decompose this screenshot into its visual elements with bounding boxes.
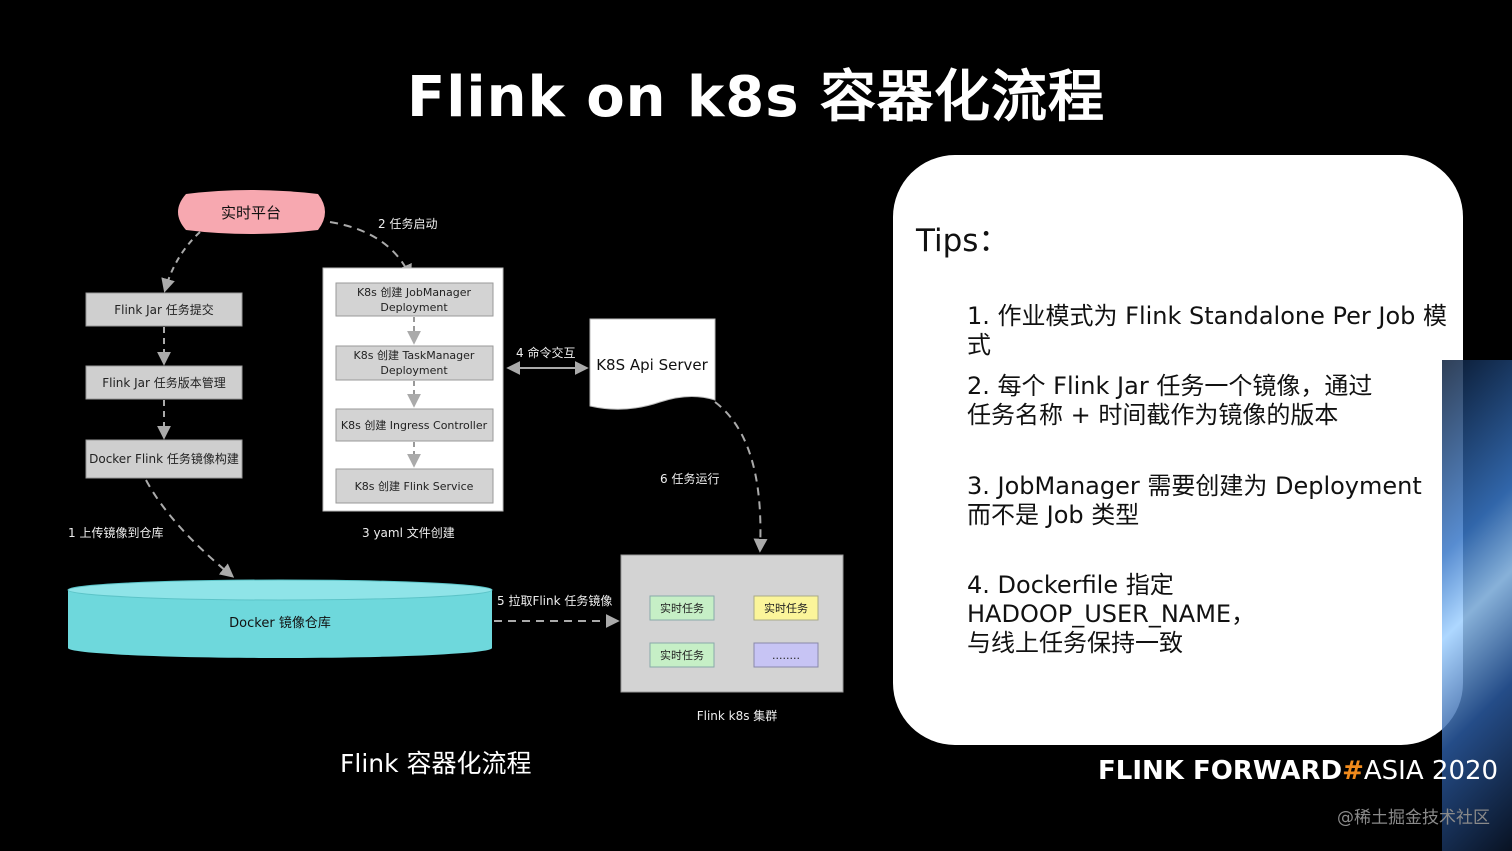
svg-text:实时任务: 实时任务 [660,601,704,615]
left-step-3: Docker Flink 任务镜像构建 [85,439,243,479]
tip-item-2: 2. 每个 Flink Jar 任务一个镜像，通过 任务名称 + 时间截作为镜像… [967,372,1373,429]
watermark: @稀土掘金技术社区 [1337,808,1490,828]
platform-label: 实时平台 [221,204,281,222]
left-step-2: Flink Jar 任务版本管理 [85,365,243,400]
brand-hash: # [1342,756,1364,786]
svg-text:K8s 创建 Flink Service: K8s 创建 Flink Service [355,479,474,493]
k8s-cluster: 实时任务 实时任务 实时任务 ........ [620,554,844,693]
svg-text:Docker Flink 任务镜像构建: Docker Flink 任务镜像构建 [89,451,239,466]
svg-text:K8s 创建 TaskManager: K8s 创建 TaskManager [354,348,475,362]
svg-text:K8s 创建 JobManager: K8s 创建 JobManager [357,285,472,299]
arrow-platform-to-submit [161,231,201,293]
tip-item-1: 1. 作业模式为 Flink Standalone Per Job 模式 [967,302,1447,359]
arrow-api-to-cluster [714,401,768,553]
registry-node: Docker 镜像仓库 [67,579,493,658]
task-box-3 [649,642,715,668]
tip-item-3: 3. JobManager 需要创建为 Deployment 而不是 Job 类… [967,472,1422,529]
label-cluster: Flink k8s 集群 [697,708,778,723]
api-server-node: K8S Api Server [589,318,716,410]
svg-text:Deployment: Deployment [380,364,448,377]
task-box-1 [649,595,715,621]
brand-part-1: FLINK FORWARD [1098,756,1343,786]
label-upload: 1 上传镜像到仓库 [68,525,163,540]
svg-text:K8s 创建 Ingress Controller: K8s 创建 Ingress Controller [341,418,488,432]
left-step-1: Flink Jar 任务提交 [85,292,243,327]
svg-text:实时任务: 实时任务 [660,648,704,662]
svg-text:Deployment: Deployment [380,301,448,314]
tips-title: Tips： [916,223,1010,259]
tips-panel: Tips： 1. 作业模式为 Flink Standalone Per Job … [893,155,1463,745]
brand-part-2: ASIA 2020 [1363,756,1499,786]
svg-text:........: ........ [772,649,800,662]
brand-logo: FLINK FORWARD#ASIA 2020 [1098,756,1498,786]
decorative-graphic [1442,360,1512,851]
label-yaml: 3 yaml 文件创建 [362,525,455,540]
label-start: 2 任务启动 [378,216,437,231]
tip-item-4: 4. Dockerfile 指定 HADOOP_USER_NAME， 与线上任务… [967,571,1256,657]
label-cmd: 4 命令交互 [516,345,575,360]
svg-text:Flink Jar 任务版本管理: Flink Jar 任务版本管理 [102,375,226,390]
arrow-build-to-registry [145,479,235,578]
task-box-2 [753,595,819,621]
label-pull: 5 拉取Flink 任务镜像 [497,593,612,608]
svg-text:Flink Jar 任务提交: Flink Jar 任务提交 [114,302,214,317]
platform-node: 实时平台 [178,190,325,234]
svg-text:实时任务: 实时任务 [764,601,808,615]
task-box-4 [753,642,819,668]
arrow-platform-to-yaml [329,221,412,279]
svg-text:K8S Api Server: K8S Api Server [596,356,708,374]
label-run: 6 任务运行 [660,471,719,486]
svg-text:Docker 镜像仓库: Docker 镜像仓库 [229,615,331,631]
yaml-container: K8s 创建 JobManager Deployment K8s 创建 Task… [322,267,504,512]
page-title: Flink on k8s 容器化流程 [406,65,1106,130]
diagram-caption: Flink 容器化流程 [340,749,532,778]
